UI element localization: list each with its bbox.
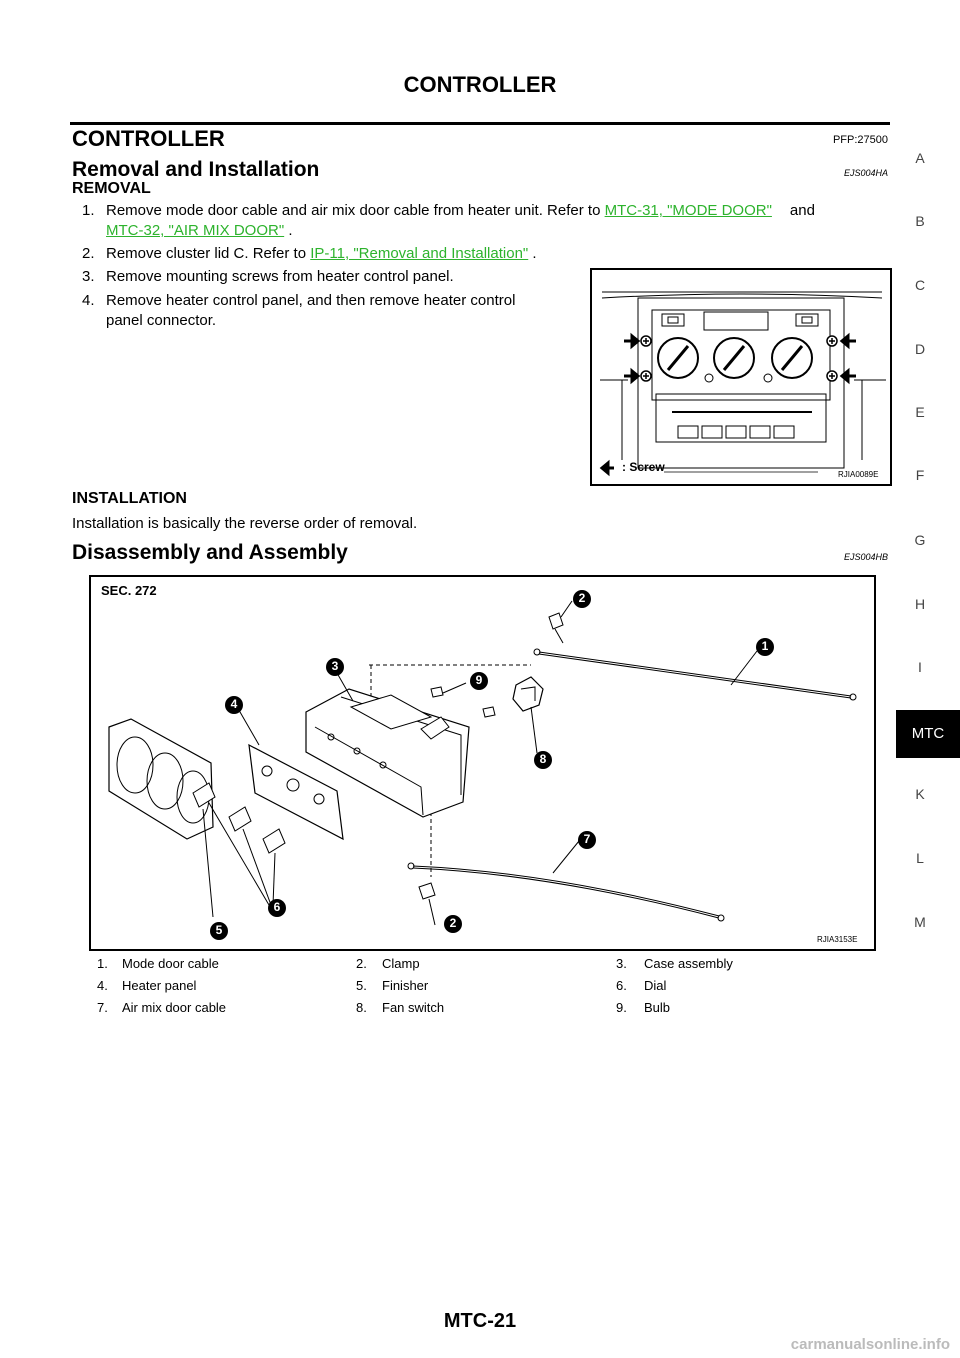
- callout-label: 6: [273, 900, 281, 914]
- legend-text: Fan switch: [382, 1000, 445, 1015]
- legend-text: Mode door cable: [122, 956, 219, 971]
- installation-text: Installation is basically the reverse or…: [72, 515, 418, 532]
- legend-num: 7.: [97, 1000, 108, 1015]
- callout-6: [268, 899, 286, 917]
- sec-label: SEC. 272: [101, 583, 157, 598]
- link-mtc-31[interactable]: MTC-31, "MODE DOOR": [604, 202, 772, 219]
- installation-heading: INSTALLATION: [72, 490, 187, 507]
- step-1: Remove mode door cable and air mix door …: [106, 201, 890, 221]
- legend-text: Dial: [644, 978, 667, 993]
- legend-num: 4.: [97, 978, 108, 993]
- removal-installation-heading: Removal and Installation: [72, 158, 320, 181]
- step-text: Remove cluster lid C. Refer to: [106, 245, 311, 262]
- removal-heading: REMOVAL: [72, 180, 151, 197]
- sidebar-index-m[interactable]: M: [914, 914, 926, 930]
- link-ip-11[interactable]: IP-11, "Removal and Installation": [310, 245, 529, 262]
- legend-num: 5.: [356, 978, 367, 993]
- step-2: Remove cluster lid C. Refer to IP-11, "R…: [106, 244, 537, 264]
- step-number: 4.: [82, 292, 95, 309]
- callout-4: [225, 696, 243, 714]
- callout-label: 8: [539, 752, 547, 766]
- step-text: .: [284, 222, 293, 239]
- legend-num: 6.: [616, 978, 627, 993]
- step-4-continued: panel connector.: [106, 312, 217, 329]
- sidebar-index-c[interactable]: C: [914, 277, 926, 293]
- step-text: and: [789, 202, 815, 219]
- pfp-code: PFP:27500: [832, 134, 888, 146]
- legend-num: 8.: [356, 1000, 367, 1015]
- sidebar-index-b[interactable]: B: [915, 213, 925, 229]
- callout-8: [534, 751, 552, 769]
- exploded-view-drawing: [108, 590, 857, 940]
- callout-2-lower: [444, 915, 462, 933]
- disassembly-code: EJS004HB: [843, 552, 888, 562]
- page-header-title: CONTROLLER: [403, 72, 557, 97]
- sidebar-tab-mtc[interactable]: MTC: [896, 710, 960, 758]
- legend-num: 9.: [616, 1000, 627, 1015]
- legend-num: 2.: [356, 956, 367, 971]
- callout-2-upper: [573, 590, 591, 608]
- figure-code: RJIA0089E: [838, 470, 879, 479]
- sidebar-index-g[interactable]: G: [914, 532, 926, 548]
- callout-label: 9: [475, 673, 483, 687]
- step-text: .: [528, 245, 537, 262]
- figure-code: RJIA3153E: [817, 935, 858, 944]
- legend-num: 1.: [97, 956, 108, 971]
- callout-label: 2: [578, 591, 586, 605]
- sidebar-index-f[interactable]: F: [915, 467, 925, 483]
- header-divider: [70, 122, 890, 125]
- legend-text: Bulb: [644, 1000, 671, 1015]
- sidebar-index-e[interactable]: E: [915, 404, 925, 420]
- sidebar-index-h[interactable]: H: [914, 596, 926, 612]
- heater-control-panel-drawing: [599, 291, 886, 477]
- legend-text: Air mix door cable: [122, 1000, 227, 1015]
- exploded-view-figure: SEC. 272 1 2 3 4 5 6 7 8 9 2 RJIA3153E: [89, 575, 876, 951]
- step-text: Remove mode door cable and air mix door …: [106, 202, 605, 219]
- sidebar-index-k[interactable]: K: [915, 786, 925, 802]
- removal-installation-code: EJS004HA: [843, 168, 888, 178]
- legend-num: 3.: [616, 956, 627, 971]
- callout-label: 7: [583, 832, 591, 846]
- callout-1: [756, 638, 774, 656]
- section-title: CONTROLLER: [72, 126, 225, 151]
- step-number: 3.: [82, 268, 95, 285]
- legend-text: Heater panel: [122, 978, 197, 993]
- watermark: carmanualsonline.info: [790, 1336, 950, 1353]
- legend-text: Clamp: [382, 956, 420, 971]
- screw-arrow-icon: [599, 459, 614, 477]
- callout-3: [326, 658, 344, 676]
- step-4: Remove heater control panel, and then re…: [106, 292, 516, 309]
- legend-text: Finisher: [382, 978, 429, 993]
- sidebar-index-a[interactable]: A: [915, 150, 925, 166]
- callout-5: [210, 922, 228, 940]
- callout-label: 3: [331, 659, 339, 673]
- legend-text: Case assembly: [644, 956, 733, 971]
- sidebar-index-d[interactable]: D: [914, 341, 926, 357]
- step-number: 1.: [82, 202, 95, 219]
- callout-7: [578, 831, 596, 849]
- callout-label: 2: [449, 916, 457, 930]
- callout-label: 5: [215, 923, 223, 937]
- callout-label: 1: [761, 639, 769, 653]
- step-1-continued: MTC-32, "AIR MIX DOOR" .: [106, 221, 293, 241]
- link-mtc-32[interactable]: MTC-32, "AIR MIX DOOR": [106, 222, 285, 239]
- heater-control-panel-figure: : Screw RJIA0089E: [590, 268, 892, 486]
- sidebar-index-l[interactable]: L: [916, 850, 924, 866]
- disassembly-heading: Disassembly and Assembly: [72, 541, 348, 564]
- callout-label: 4: [230, 697, 238, 711]
- step-number: 2.: [82, 245, 95, 262]
- page-number: MTC-21: [443, 1310, 517, 1332]
- callout-9: [470, 672, 488, 690]
- step-3: Remove mounting screws from heater contr…: [106, 268, 454, 285]
- screw-legend-label: : Screw: [622, 460, 665, 474]
- sidebar-index-i[interactable]: I: [918, 659, 922, 675]
